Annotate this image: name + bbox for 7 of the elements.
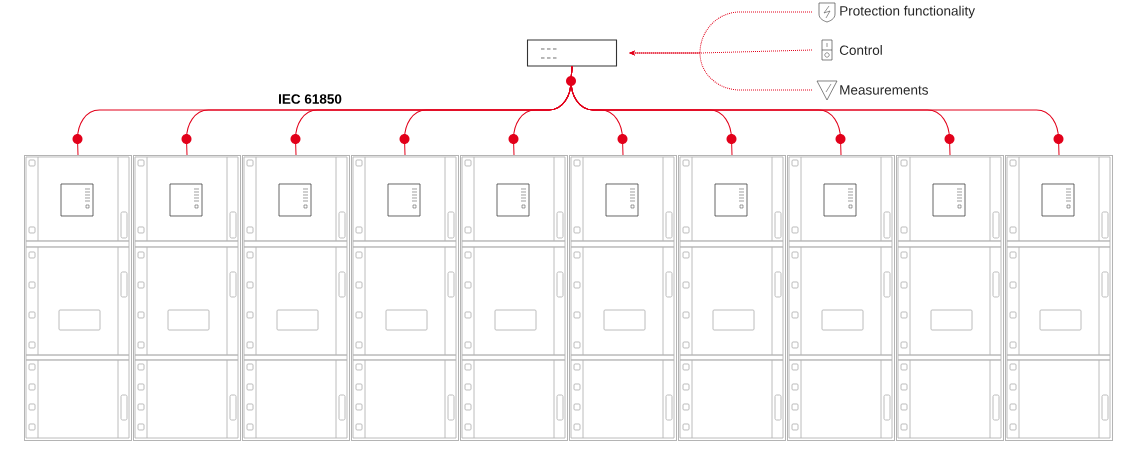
function-label: Protection functionality — [840, 5, 975, 19]
function-label: Control — [839, 45, 882, 55]
connector — [570, 66, 1060, 156]
controller-box — [526, 39, 618, 67]
function-label: Measurements — [840, 85, 928, 95]
protocol-label: IEC 61850 — [277, 93, 343, 105]
connector — [629, 51, 813, 91]
